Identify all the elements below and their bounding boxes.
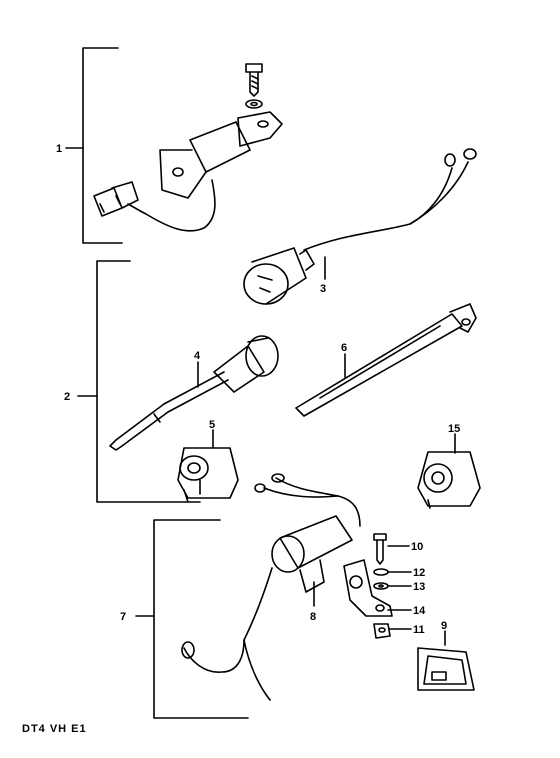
part-5-grommet	[177, 447, 239, 503]
part-6-cable-tie	[295, 303, 477, 417]
part-9-grommet	[417, 647, 475, 691]
callout-8: 8	[310, 611, 316, 623]
bracket-group-1	[82, 47, 123, 244]
callout-15: 15	[448, 423, 460, 435]
part-8-harness	[181, 473, 361, 701]
callout-11: 11	[413, 624, 425, 636]
callout-3: 3	[320, 283, 326, 295]
part-12-washer	[373, 568, 389, 576]
diagram-code: DT4 VH E1	[22, 723, 87, 735]
callout-4: 4	[194, 350, 201, 362]
callout-9: 9	[441, 620, 447, 632]
bracket-group-2	[96, 260, 201, 503]
part-1-coil-assembly	[93, 63, 283, 232]
part-15-grommet	[417, 451, 481, 509]
part-14-bracket	[343, 559, 393, 617]
bracket-group-7	[153, 519, 249, 719]
part-3-connector-lead	[243, 148, 477, 305]
callout-2: 2	[64, 391, 70, 403]
callout-1: 1	[56, 143, 62, 155]
callout-14: 14	[413, 605, 426, 617]
callout-13: 13	[413, 581, 425, 593]
part-10-screw	[373, 533, 387, 565]
part-4-probe-connector	[109, 335, 279, 451]
callout-6: 6	[341, 342, 347, 354]
callout-7: 7	[120, 611, 126, 623]
callout-10: 10	[411, 541, 423, 553]
part-11-nut	[373, 623, 391, 639]
callout-5: 5	[209, 419, 215, 431]
part-13-washer	[373, 582, 389, 590]
callout-12: 12	[413, 567, 425, 579]
